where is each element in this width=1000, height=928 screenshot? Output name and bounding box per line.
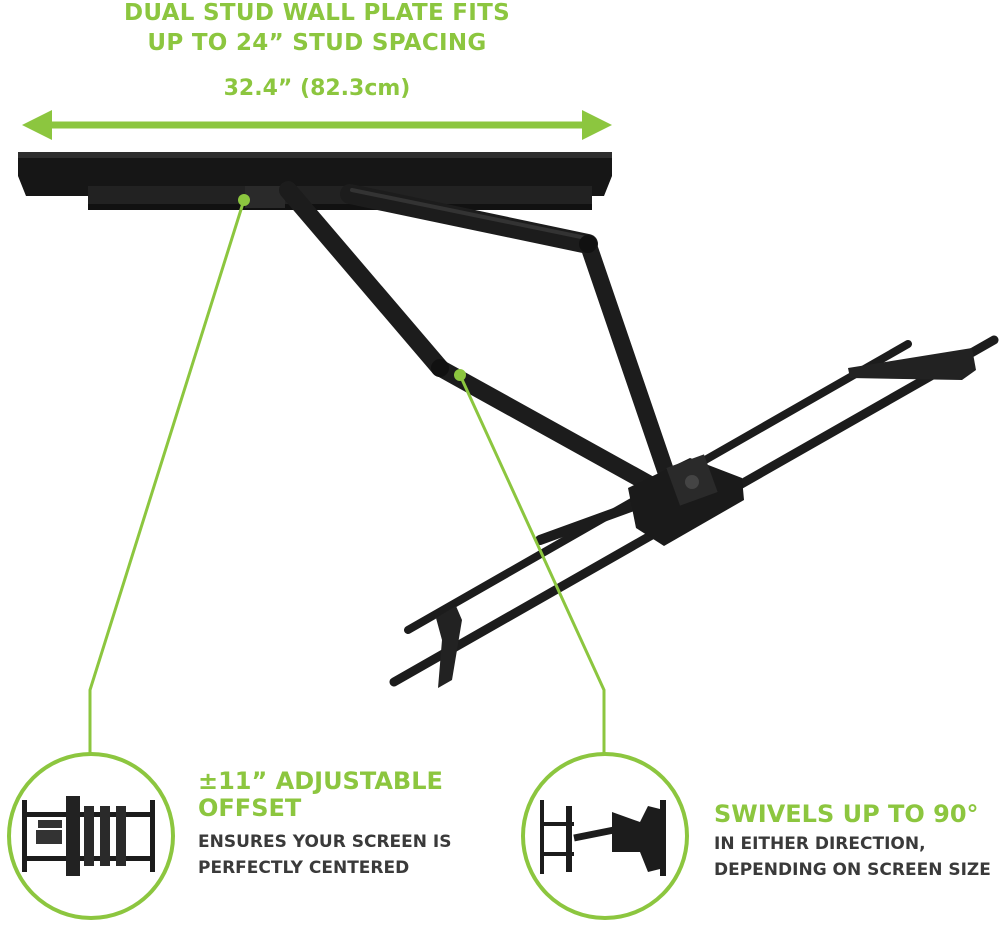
offset-title-line-1: ±11” ADJUSTABLE — [198, 767, 443, 795]
swivel-desc-line-2: DEPENDING ON SCREEN SIZE — [714, 860, 991, 880]
swivel-desc-line-1: IN EITHER DIRECTION, — [714, 834, 926, 854]
dimension-label: 32.4” (82.3cm) — [223, 76, 411, 101]
offset-feature-title: ±11” ADJUSTABLE OFFSET — [198, 768, 443, 822]
offset-desc-line-1: ENSURES YOUR SCREEN IS — [198, 832, 452, 852]
articulating-arms — [279, 181, 677, 499]
wall-plate — [18, 152, 612, 210]
swivel-feature-description: IN EITHER DIRECTION, DEPENDING ON SCREEN… — [714, 831, 991, 883]
title-line-2: UP TO 24” STUD SPACING — [147, 30, 487, 56]
callout-dot-plate — [238, 194, 250, 206]
callout-dot-arm — [454, 369, 466, 381]
title-line-1: DUAL STUD WALL PLATE FITS — [124, 0, 510, 26]
swivel-feature-title: SWIVELS UP TO 90° — [714, 800, 979, 828]
dimension-arrow — [22, 110, 612, 140]
offset-inset — [7, 752, 175, 920]
offset-title-line-2: OFFSET — [198, 794, 302, 822]
swivel-inset — [521, 752, 689, 920]
offset-feature-description: ENSURES YOUR SCREEN IS PERFECTLY CENTERE… — [198, 829, 451, 881]
callout-lines — [88, 199, 606, 758]
tilt-pivot-head — [628, 454, 744, 546]
offset-desc-line-2: PERFECTLY CENTERED — [198, 858, 410, 878]
